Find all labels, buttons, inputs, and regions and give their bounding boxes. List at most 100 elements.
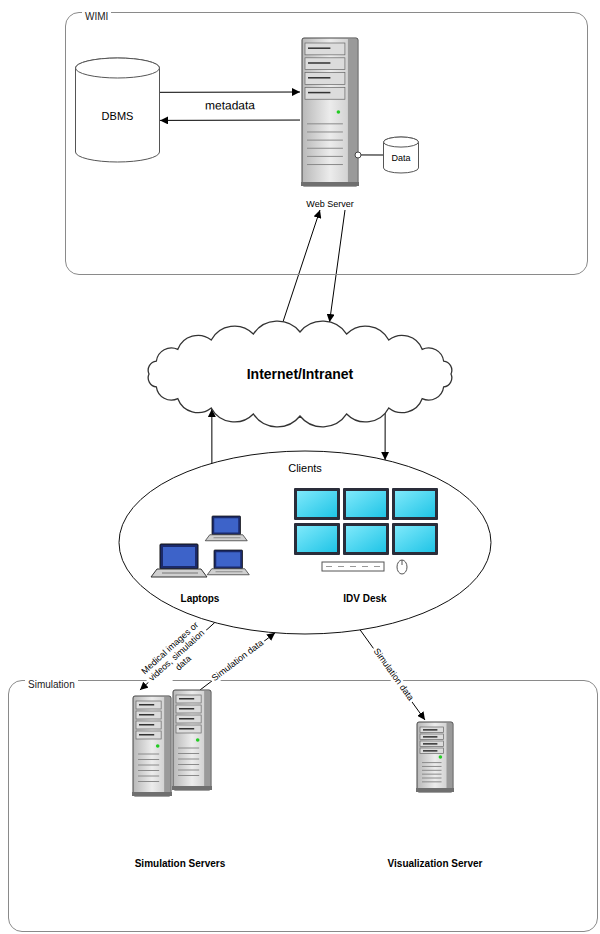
- drive-slot: [308, 92, 330, 94]
- vent-line: [307, 164, 343, 165]
- monitor-screen: [297, 526, 337, 552]
- server-base: [132, 792, 172, 796]
- mouse: [397, 560, 407, 574]
- visualization-server-outline: [370, 720, 500, 870]
- vent-line: [307, 156, 343, 157]
- keyboard-keys: [350, 566, 356, 567]
- laptops-icon-outline: [150, 510, 250, 605]
- laptop-keys: [214, 537, 241, 538]
- vent-line: [307, 148, 343, 149]
- web-server-outline: [300, 38, 360, 210]
- drive-slot: [423, 743, 437, 745]
- connector-arrow: [200, 633, 275, 690]
- laptop-base: [207, 569, 249, 575]
- cylinder-body: [76, 58, 160, 162]
- drive-slot: [179, 718, 194, 720]
- vent-line: [422, 774, 442, 775]
- drive-bay: [420, 741, 444, 747]
- server-base: [416, 788, 454, 792]
- laptop-display: [163, 547, 195, 566]
- drive-slot: [139, 704, 154, 706]
- drive-slot: [179, 698, 194, 700]
- drive-slot: [139, 724, 154, 726]
- drive-bay: [136, 731, 161, 739]
- display-wall-outline: [290, 488, 440, 605]
- vent-line: [422, 778, 442, 779]
- monitor-screen: [297, 491, 337, 517]
- monitor-frame: [294, 523, 340, 555]
- drive-bay: [176, 725, 201, 733]
- vent-line: [307, 123, 343, 124]
- simulation-servers: Simulation Servers: [115, 690, 245, 870]
- laptop-keys: [216, 571, 243, 572]
- keyboard-keys: [374, 566, 380, 567]
- drive-slot: [308, 62, 330, 64]
- vent-line: [422, 781, 442, 782]
- power-light: [156, 744, 160, 748]
- clients-ellipse: LaptopsIDV DeskClients: [118, 450, 492, 635]
- laptop-screen: [160, 544, 198, 569]
- keyboard-keys: [362, 566, 368, 567]
- simulation-group: Simulation ServersVisualization Server Si…: [8, 680, 598, 932]
- server-side: [204, 691, 210, 789]
- drive-bay: [305, 87, 345, 99]
- network-cloud: Internet/Intranet: [135, 318, 465, 430]
- laptops-icon: Laptops: [150, 510, 250, 605]
- cylinder-top: [384, 137, 419, 147]
- group-title: WIMI: [82, 11, 111, 23]
- connector-arrow: [211, 409, 212, 463]
- drive-bay: [420, 727, 444, 733]
- drive-slot: [423, 729, 437, 731]
- port-dot: [355, 152, 361, 158]
- vent-line: [178, 775, 199, 776]
- connector-arrow: [330, 210, 345, 322]
- connector-arrow: [360, 154, 383, 155]
- connector-arrow: [283, 210, 320, 322]
- drive-slot: [139, 734, 154, 736]
- keyboard-keys: [338, 566, 344, 567]
- power-light: [337, 110, 341, 114]
- drive-bay: [420, 734, 444, 740]
- laptop-keys: [162, 573, 198, 574]
- drive-bay: [420, 748, 444, 754]
- power-light: [196, 738, 200, 742]
- vent-line: [138, 770, 159, 771]
- drive-bay: [305, 58, 345, 70]
- drive-slot: [179, 728, 194, 730]
- laptop-base: [151, 569, 207, 577]
- drive-slot: [423, 750, 437, 752]
- monitor-frame: [392, 488, 438, 520]
- edge-label: Medical images or videos, simulation dat…: [138, 619, 216, 693]
- server-label: Web Server: [306, 199, 353, 210]
- vent-line: [138, 759, 159, 760]
- monitor-frame: [343, 488, 389, 520]
- vent-line: [307, 131, 343, 132]
- keyboard-keys: [326, 566, 332, 567]
- database-label: DBMS: [102, 110, 134, 123]
- connector-arrow: [160, 120, 300, 121]
- laptop-screen: [212, 516, 241, 535]
- web-server: Web Server: [300, 38, 360, 210]
- server-label: Visualization Server: [388, 858, 483, 870]
- monitor-screen: [395, 526, 435, 552]
- server-body: [417, 722, 453, 792]
- server-side: [348, 39, 357, 185]
- vent-line: [178, 759, 199, 760]
- vent-line: [138, 754, 159, 755]
- drive-slot: [423, 736, 437, 738]
- edge-label: Simulation data: [208, 637, 267, 685]
- group-title: Simulation: [25, 679, 78, 691]
- server-base: [172, 786, 212, 790]
- drive-slot: [139, 714, 154, 716]
- power-light: [439, 755, 443, 759]
- device-label: IDV Desk: [343, 593, 386, 605]
- vent-line: [307, 140, 343, 141]
- cloud-label: Internet/Intranet: [247, 366, 354, 383]
- vent-line: [422, 766, 442, 767]
- system-group: DBMSWeb ServerDataWIMI: [65, 12, 588, 275]
- device-label: Laptops: [181, 593, 220, 605]
- monitor-screen: [346, 526, 386, 552]
- monitor-screen: [346, 491, 386, 517]
- connector-arrow: [160, 92, 300, 93]
- vent-line: [138, 776, 159, 777]
